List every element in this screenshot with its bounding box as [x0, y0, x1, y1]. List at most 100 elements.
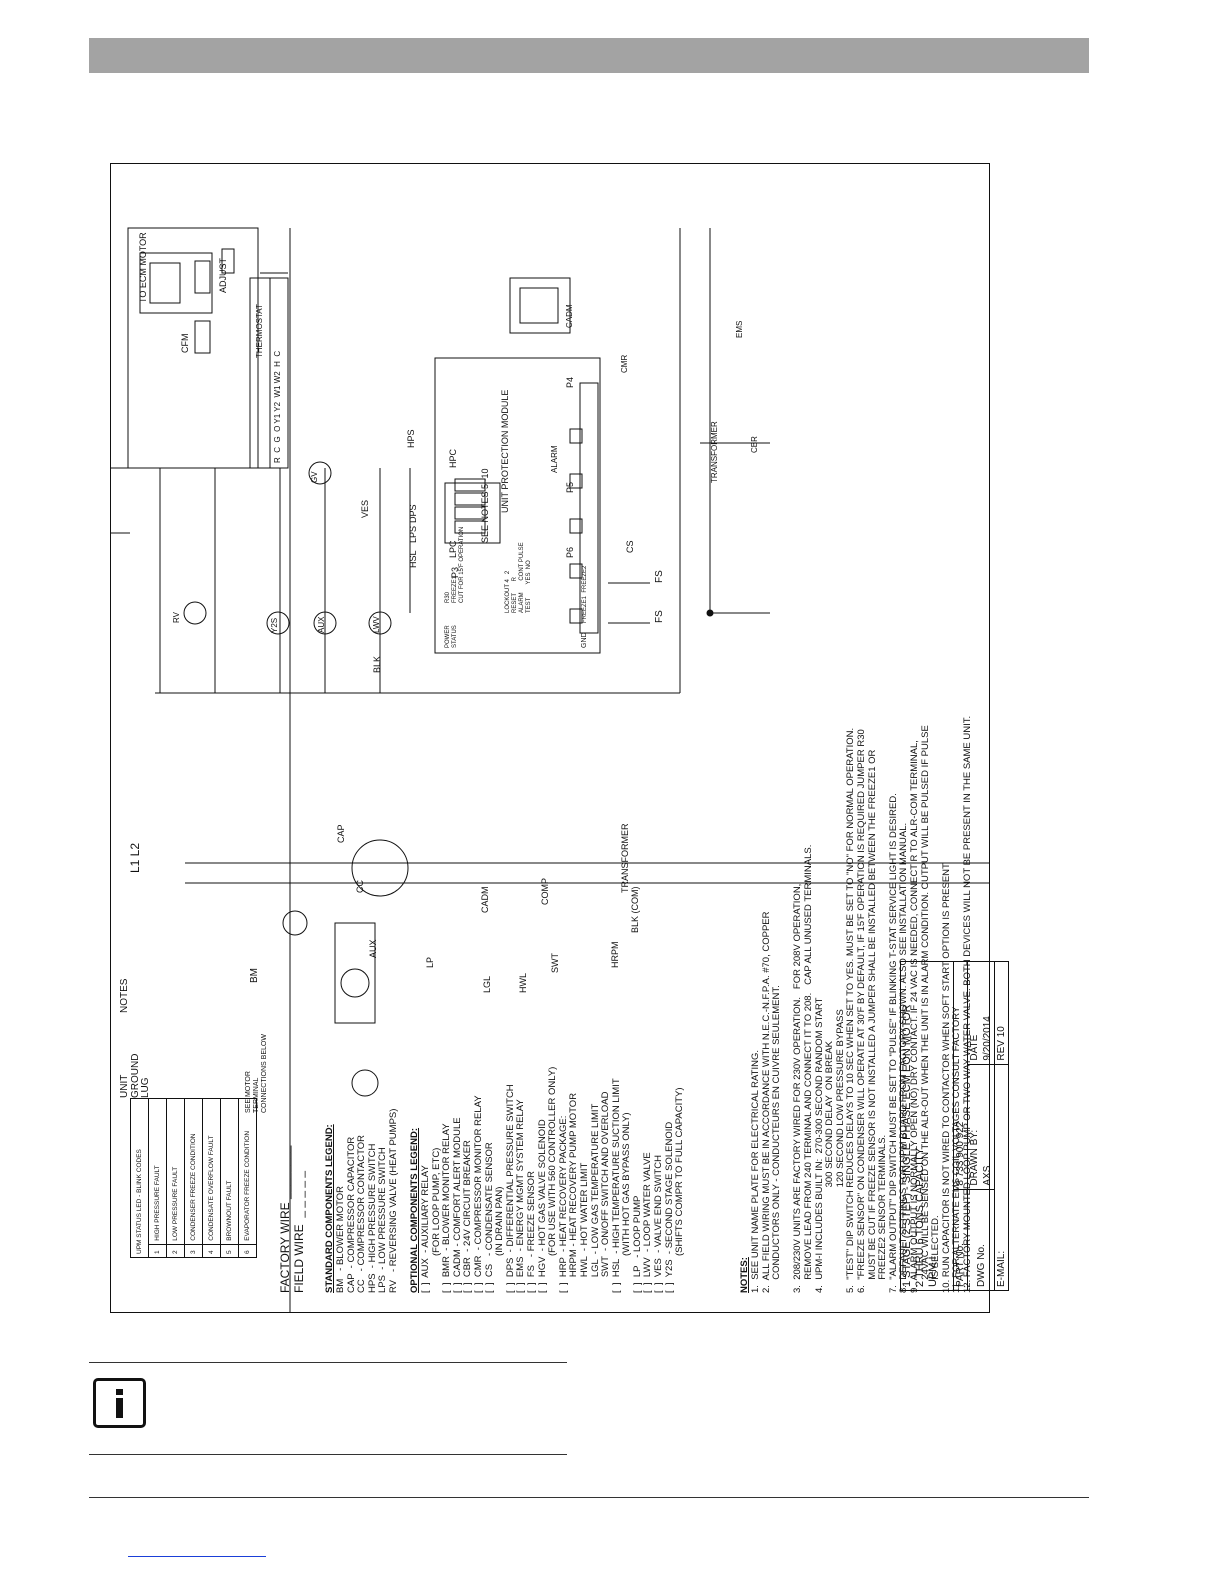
transformer-label: TRANSFORMER	[620, 823, 630, 894]
cadm2-label: CADM	[565, 304, 574, 328]
ves-label: VES	[360, 499, 370, 518]
cs-label: CS	[625, 540, 635, 553]
bm-label: BM	[249, 968, 260, 983]
wiring-diagram-svg	[110, 227, 990, 1313]
notes-block: NOTES:	[739, 1257, 751, 1293]
lp-label: LP	[425, 956, 435, 968]
cc-label: CC	[355, 880, 365, 893]
info-bottom-rule	[89, 1454, 567, 1455]
blink-code-text: CONDENSER FREEZE CONDITION	[184, 1098, 203, 1245]
rev-value: 10	[996, 1026, 1007, 1038]
dps-label: DPS	[408, 504, 418, 523]
header-bar	[89, 38, 1089, 73]
optional-legend-line: (SHIFTS COMPR TO FULL CAPACITY)	[674, 1087, 686, 1293]
blink-code-number: 3	[184, 1244, 203, 1258]
factory-wire-label: FACTORY WIRE	[278, 1202, 292, 1293]
note-line: REMOVE LEAD FROM 240 TERMINAL AND CONNEC…	[802, 844, 814, 1293]
notes-header-label: NOTES	[119, 978, 130, 1013]
notes-title: NOTES:	[739, 1257, 750, 1293]
gnd-label: GND	[581, 632, 588, 648]
dwg-no-label: DWG No.	[967, 1189, 995, 1291]
hwl-label: HWL	[518, 973, 528, 993]
cfm-label: CFM	[180, 333, 190, 354]
rev-label: REV	[996, 1040, 1007, 1061]
optional-legend-title: OPTIONAL COMPONENTS LEGEND:	[409, 1127, 420, 1293]
hrpm-label: HRPM	[610, 941, 620, 969]
blink-code-text: BROWNOUT FAULT	[220, 1098, 239, 1245]
footer-link-underline[interactable]	[128, 1556, 266, 1557]
blink-code-text: LOW PRESSURE FAULT	[166, 1098, 185, 1245]
fs-label-2: FS	[654, 610, 665, 623]
optional-legend-line: [ ] AUX - AUXILIARY RELAY	[420, 1165, 431, 1293]
standard-legend-line: RV - REVERSING VALVE (HEAT PUMPS)	[387, 1108, 399, 1293]
blk-com-label: BLK (COM)	[630, 886, 640, 933]
l1-l2-label: L1 L2	[128, 842, 142, 873]
wire-key: FACTORY WIRE ________ FIELD WIRE _ _ _ _…	[278, 1145, 306, 1293]
lps-label: LPS	[408, 525, 418, 543]
rv-label: RV	[172, 612, 181, 623]
thermostat-strip	[249, 277, 289, 469]
ems-label: EMS	[735, 320, 744, 338]
info-icon	[93, 1378, 146, 1428]
fs-label: FS	[654, 570, 665, 583]
p5-label: P5	[565, 481, 575, 493]
dip-switch-labels: LOCKOUT 4 2 RESET R ALARM CONT PULSE TES…	[505, 542, 532, 613]
aux-coil-label: AUX	[317, 616, 326, 633]
info-top-rule	[89, 1362, 567, 1363]
hpc-label: HPC	[448, 448, 458, 468]
note-line: 1. SEE UNIT NAME PLATE FOR ELECTRICAL RA…	[750, 1049, 761, 1293]
optional-legend-line: [ ] FS - FREEZE SENSOR	[525, 1171, 537, 1293]
footer-rule	[89, 1497, 1089, 1498]
blink-code-title: UPM STATUS LED - BLINK CODES	[130, 1098, 149, 1258]
alarm-label: ALARM	[550, 445, 559, 473]
y2s-label: Y2S	[270, 617, 279, 633]
hsl-label: HSL	[408, 550, 418, 568]
lgl-label: LGL	[482, 975, 492, 993]
power-status-label: POWER STATUS	[445, 625, 458, 648]
note-line: 6. "FREEZE SENSOR" ON CONDENSER WILL OPE…	[855, 729, 867, 1293]
gv-label: GV	[310, 471, 319, 483]
title-line: 1 STAGE (2 STEP) - SINGLE PHASE ECM EON …	[901, 1004, 913, 1287]
standard-legend-line: BM - BLOWER MOTOR	[335, 1186, 346, 1293]
to-ecm-motor-label: TO ECM MOTOR	[138, 232, 148, 303]
blink-code-number: 1	[148, 1244, 167, 1258]
thermostat-label: THERMOSTAT	[255, 304, 264, 358]
optional-legend: OPTIONAL COMPONENTS LEGEND:	[409, 1127, 421, 1293]
thermostat-terminals: R C G O Y1 Y2 W1 W2 H C	[273, 350, 282, 463]
lwv-label: LWV	[372, 616, 381, 633]
title-block: 1 STAGE (2 STEP) - SINGLE PHASE ECM EON …	[900, 961, 1009, 1291]
title-line: 2 THRU 6 TONS CAPACITY	[914, 1147, 926, 1287]
blink-code-text: CONDENSATE OVERFLOW FAULT	[202, 1098, 221, 1245]
blink-code-number: 5	[220, 1244, 239, 1258]
part-no-label: PART No.	[953, 1189, 968, 1291]
adjust-label: ADJUST	[218, 257, 228, 293]
comp-label: COMP	[540, 878, 550, 905]
drawn-by-cell: DRAWN BY:AXS	[967, 1064, 995, 1190]
aux-label: AUX	[368, 939, 378, 958]
title-line: UPM I	[927, 1256, 939, 1287]
drawn-by-label: DRAWN BY:	[969, 1129, 980, 1186]
date-label: DATE	[969, 1034, 980, 1061]
blink-code-text: EVAPORATOR FREEZE CONDITION	[238, 1098, 257, 1245]
freeze-labels: FREEZE1 FREEZE2	[582, 565, 588, 623]
drawn-by-value: AXS	[982, 1165, 993, 1186]
r30-label: R30 FREEZE1 CUT FOR 15'F OPERATION	[445, 526, 465, 603]
p6-label: P6	[565, 546, 575, 558]
thermostat-box	[127, 227, 259, 469]
cadm-label: CADM	[480, 886, 490, 914]
cmr-label: CMR	[620, 354, 629, 373]
blk-label: BLK	[372, 655, 382, 673]
ecm-connector	[139, 252, 213, 314]
date-value: 9/20/2014	[982, 1016, 993, 1061]
see-motor-label: SEE MOTOR TERMINAL CONNECTIONS BELOW	[245, 1034, 268, 1113]
field-wire-label: FIELD WIRE	[292, 1224, 306, 1293]
hps-label: HPS	[406, 429, 416, 448]
transformer2-label: TRANSFORMER	[710, 421, 719, 483]
see-notes-label: SEE NOTES 5 -10	[480, 468, 490, 543]
swt-label: SWT	[550, 953, 560, 973]
email-label: E-MAIL:	[994, 1064, 1009, 1291]
